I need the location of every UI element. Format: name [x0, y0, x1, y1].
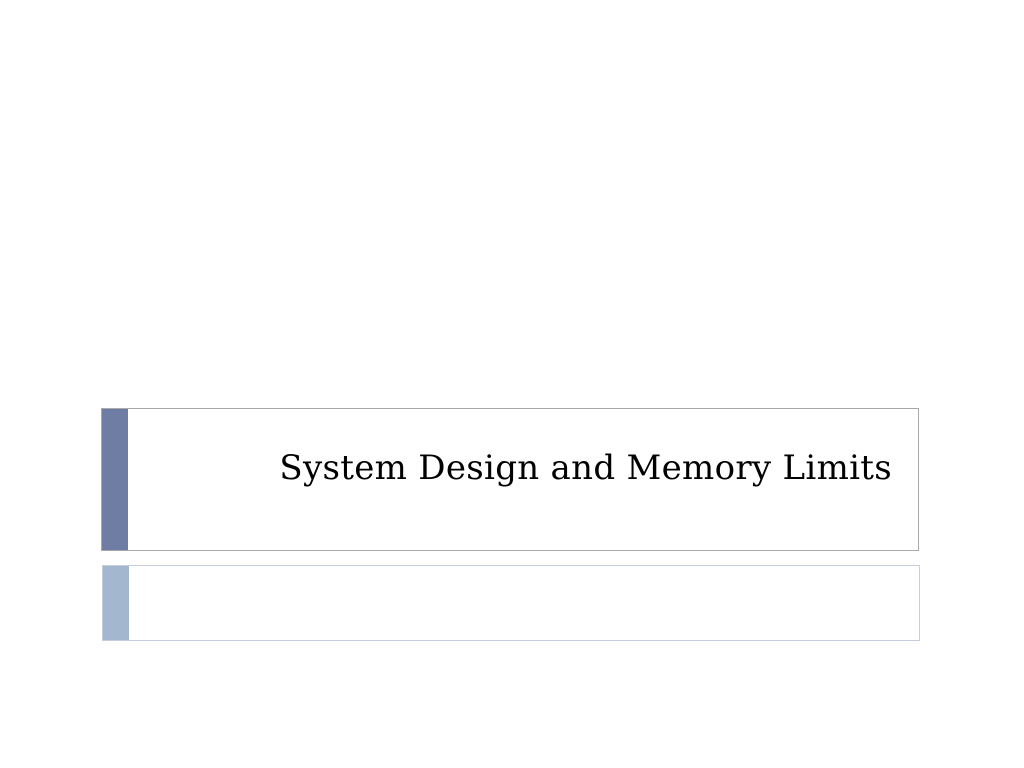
subtitle-accent-bar — [103, 566, 129, 640]
title-box: System Design and Memory Limits — [101, 408, 919, 551]
title-accent-bar — [102, 409, 128, 550]
subtitle-box — [102, 565, 920, 641]
slide-title: System Design and Memory Limits — [279, 448, 892, 488]
